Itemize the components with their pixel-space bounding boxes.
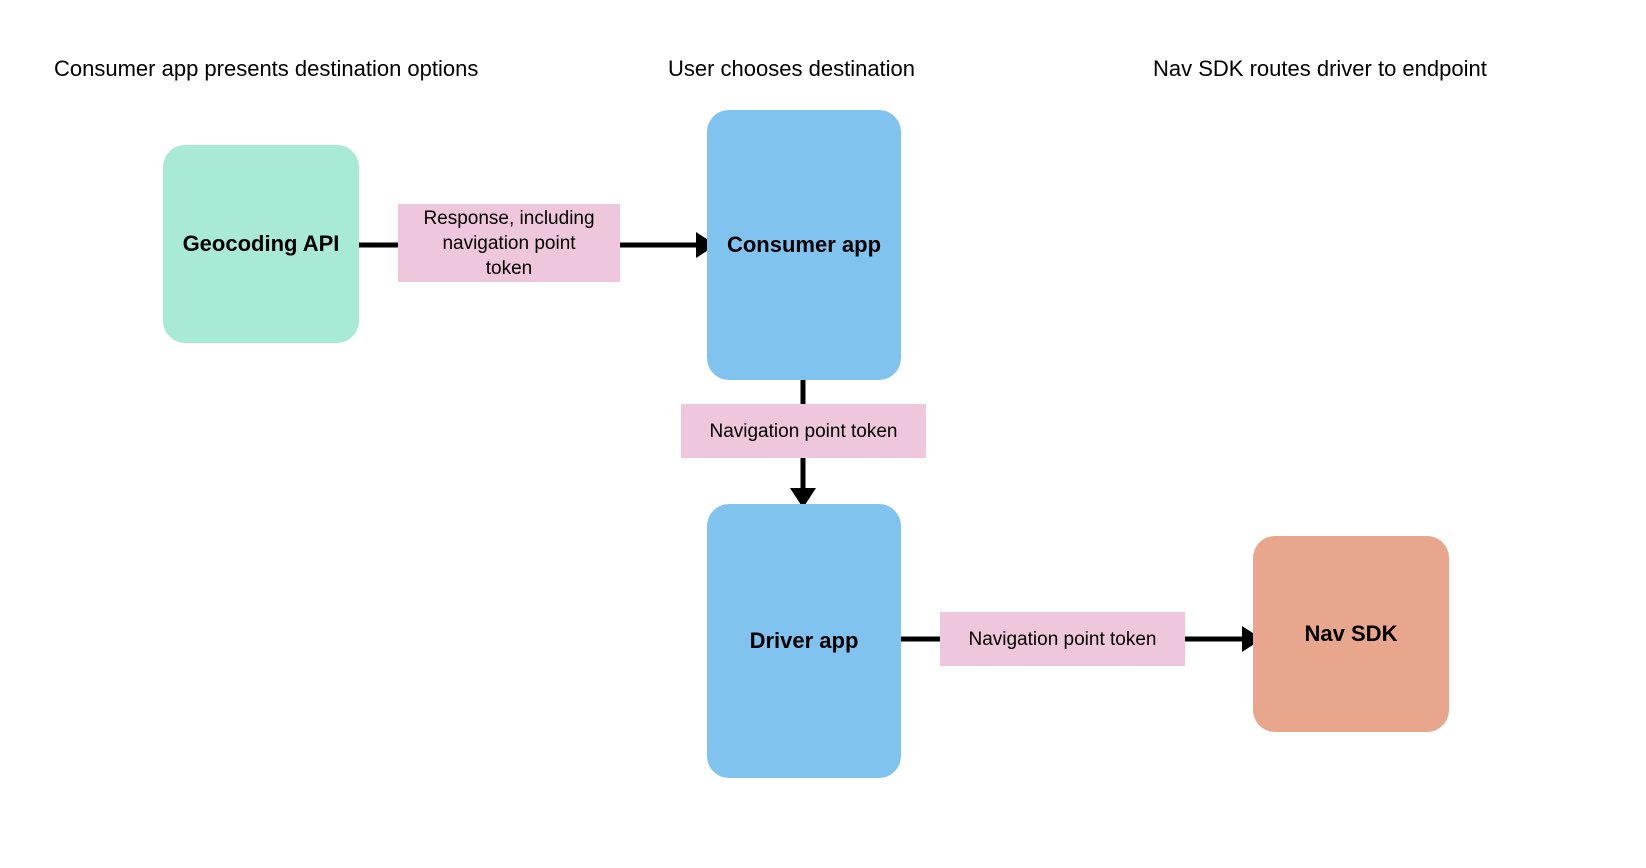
node-nav-sdk-label: Nav SDK	[1304, 621, 1398, 646]
edge-label-line: navigation point	[442, 232, 576, 254]
edge-label-line: token	[485, 257, 533, 279]
edge-label-line: Navigation point token	[968, 628, 1157, 650]
stage-header-user-chooses: User chooses destination	[668, 56, 916, 81]
edge-label-line: Response, including	[423, 207, 595, 229]
edge-label-line: Navigation point token	[709, 420, 898, 442]
node-consumer-app-label: Consumer app	[726, 232, 882, 257]
node-consumer-app[interactable]: Consumer app	[707, 110, 901, 380]
stage-header-consumer-app: Consumer app presents destination option…	[54, 56, 479, 81]
edge-label-response-including-navigation-point-token: Response, including navigation point tok…	[398, 204, 620, 282]
node-nav-sdk[interactable]: Nav SDK	[1253, 536, 1449, 732]
node-geocoding-api[interactable]: Geocoding API	[163, 145, 359, 343]
node-driver-app-label: Driver app	[749, 628, 859, 653]
edge-label-navigation-point-token-consumer-driver: Navigation point token	[681, 404, 926, 458]
node-driver-app[interactable]: Driver app	[707, 504, 901, 778]
stage-header-nav-sdk: Nav SDK routes driver to endpoint	[1153, 56, 1487, 81]
edge-label-navigation-point-token-driver-navsdk: Navigation point token	[940, 612, 1185, 666]
node-geocoding-api-label: Geocoding API	[182, 231, 340, 256]
